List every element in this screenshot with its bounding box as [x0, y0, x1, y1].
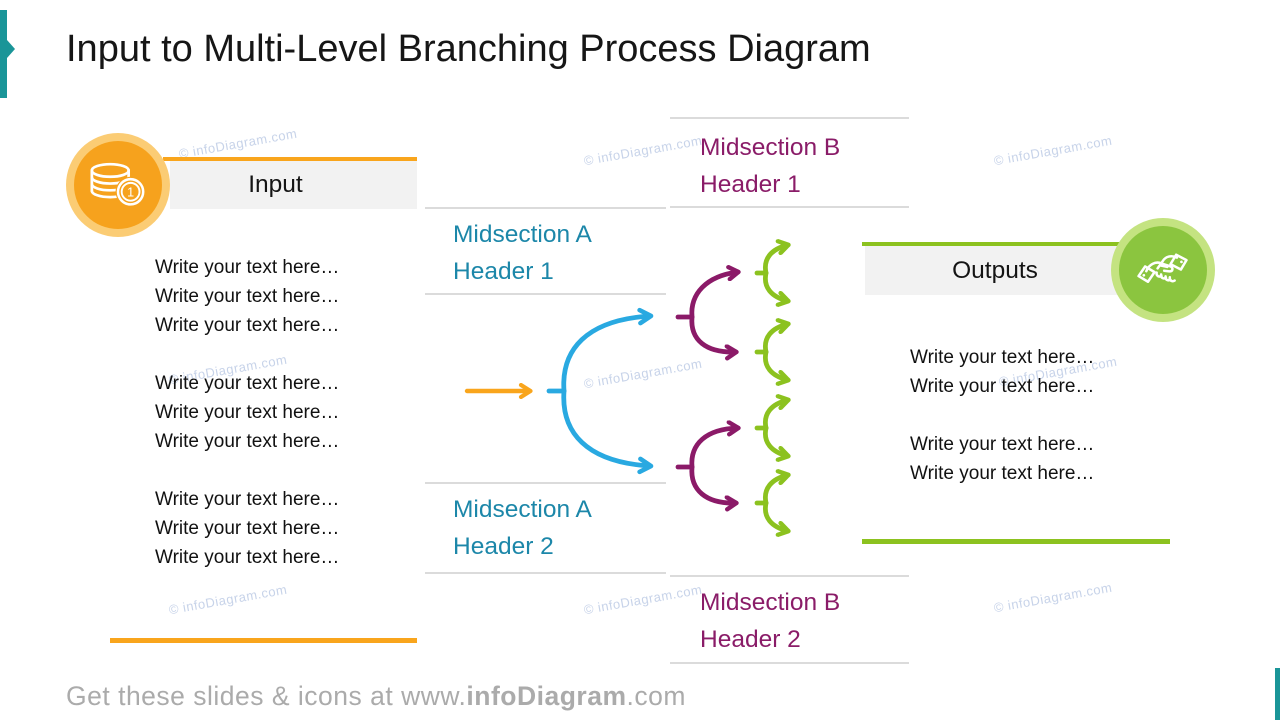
- midsection-b1-header: Midsection B Header 1: [670, 117, 909, 208]
- midsection-a2-header: Midsection A Header 2: [425, 482, 666, 574]
- outputs-icon-badge: [1111, 218, 1215, 322]
- teal-bookmark-accent: [0, 10, 7, 98]
- handshake-icon: [1137, 253, 1188, 283]
- input-icon-circle: 1: [74, 141, 162, 229]
- green-fork3-up: [762, 400, 788, 431]
- input-icon-badge: 1: [66, 133, 170, 237]
- green-fork4-up: [762, 475, 788, 506]
- outputs-header-topline: [862, 242, 1150, 246]
- placeholder-text-line: Write your text here…: [155, 431, 340, 452]
- placeholder-text-line: Write your text here…: [155, 518, 340, 539]
- teal-bookmark-arrow-icon: [7, 40, 15, 58]
- watermark: © infoDiagram.com: [992, 579, 1114, 616]
- input-text-group: Write your text here… Write your text he…: [155, 369, 339, 456]
- placeholder-text-line: Write your text here…: [155, 489, 340, 510]
- green-fork1-up: [762, 245, 788, 276]
- outputs-bottom-line: [862, 539, 1170, 544]
- placeholder-text-line: Write your text here…: [155, 286, 340, 307]
- footer-prefix: Get these slides & icons at www.: [66, 681, 467, 711]
- midsection-b2-title: Midsection B: [700, 589, 841, 616]
- green-fork2-up: [762, 324, 788, 355]
- input-text-group: Write your text here… Write your text he…: [155, 253, 339, 340]
- outputs-icon-circle: [1119, 226, 1207, 314]
- outputs-text-block: Write your text here… Write your text he…: [910, 343, 1094, 517]
- purple-fork1-up: [689, 272, 738, 320]
- purple-fork2-up: [689, 428, 738, 470]
- outputs-text-group: Write your text here… Write your text he…: [910, 430, 1094, 488]
- outputs-text-group: Write your text here… Write your text he…: [910, 343, 1094, 401]
- midsection-b1-title: Midsection B: [700, 134, 841, 161]
- placeholder-text-line: Write your text here…: [155, 373, 340, 394]
- placeholder-text-line: Write your text here…: [910, 376, 1095, 397]
- purple-fork2-down: [689, 464, 736, 503]
- placeholder-text-line: Write your text here…: [155, 315, 340, 336]
- slide-title: Input to Multi-Level Branching Process D…: [66, 28, 871, 70]
- midsection-a1-title: Midsection A: [453, 221, 592, 248]
- placeholder-text-line: Write your text here…: [155, 257, 340, 278]
- placeholder-text-line: Write your text here…: [910, 347, 1095, 368]
- svg-text:1: 1: [127, 186, 134, 200]
- input-bottom-line: [110, 638, 417, 643]
- watermark: © infoDiagram.com: [582, 355, 704, 392]
- green-fork4-down: [762, 500, 788, 531]
- watermark: © infoDiagram.com: [992, 132, 1114, 169]
- teal-corner-accent: [1275, 668, 1280, 720]
- outputs-header-label: Outputs: [952, 256, 1038, 284]
- green-fork2-down: [762, 349, 788, 380]
- input-text-block: Write your text here… Write your text he…: [155, 253, 339, 601]
- midsection-a2-subtitle: Header 2: [453, 533, 554, 560]
- coins-icon: 1: [90, 162, 146, 207]
- footer-credit: Get these slides & icons at www.infoDiag…: [66, 681, 686, 712]
- placeholder-text-line: Write your text here…: [155, 402, 340, 423]
- midsection-b2-header: Midsection B Header 2: [670, 575, 909, 664]
- purple-fork1-down: [689, 314, 736, 352]
- midsection-a1-subtitle: Header 1: [453, 258, 554, 285]
- input-header-topline: [163, 157, 417, 161]
- footer-brand: infoDiagram: [466, 681, 627, 711]
- footer-suffix: .com: [626, 681, 686, 711]
- input-header-bar: Input: [170, 161, 417, 209]
- green-fork1-down: [762, 270, 788, 301]
- midsection-b2-subtitle: Header 2: [700, 626, 801, 653]
- midsection-a1-header: Midsection A Header 1: [425, 207, 666, 295]
- midsection-b1-subtitle: Header 1: [700, 171, 801, 198]
- green-fork3-down: [762, 425, 788, 456]
- placeholder-text-line: Write your text here…: [910, 463, 1095, 484]
- input-header-label: Input: [248, 171, 303, 198]
- blue-fork-down: [561, 388, 654, 475]
- midsection-a2-title: Midsection A: [453, 496, 592, 523]
- watermark: © infoDiagram.com: [177, 125, 299, 162]
- input-text-group: Write your text here… Write your text he…: [155, 485, 339, 572]
- placeholder-text-line: Write your text here…: [155, 547, 340, 568]
- outputs-header-bar: Outputs: [865, 246, 1125, 295]
- placeholder-text-line: Write your text here…: [910, 434, 1095, 455]
